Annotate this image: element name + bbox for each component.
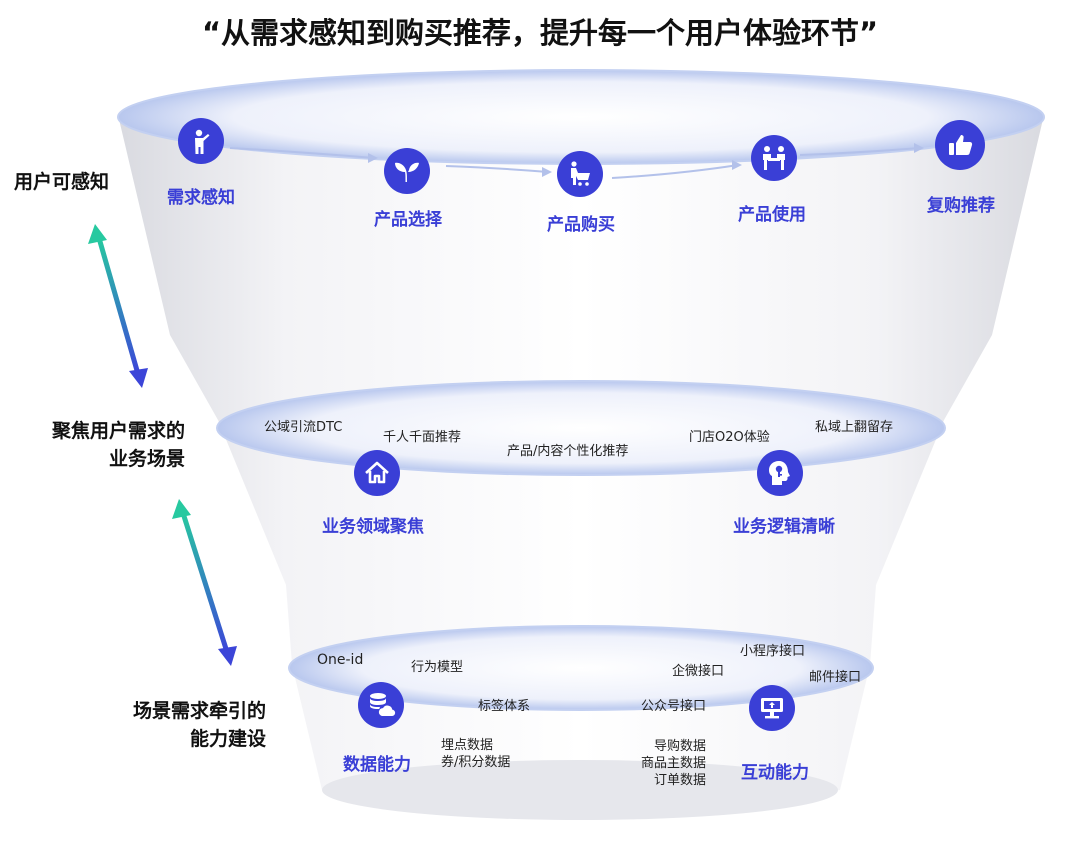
database-cloud-icon: [358, 682, 404, 728]
step-label-purchase: 产品购买: [547, 215, 615, 235]
tag-personalized: 千人千面推荐: [383, 430, 462, 445]
node-label-domain-focus: 业务领域聚焦: [322, 517, 424, 537]
tag-public-dtc: 公域引流DTC: [264, 420, 343, 435]
page-title: “从需求感知到购买推荐，提升每一个用户体验环节”: [201, 16, 879, 50]
bottom-rim: [288, 625, 874, 711]
tag-store-o2o: 门店O2O体验: [689, 430, 770, 445]
data-sources-right: 导购数据 商品主数据 订单数据: [640, 739, 706, 788]
step-label-select: 产品选择: [374, 210, 442, 230]
people-table-icon: [751, 135, 797, 181]
tag-one-id: One-id: [317, 652, 364, 668]
person-hand-raised-icon: [178, 118, 224, 164]
step-label-demand: 需求感知: [167, 188, 235, 208]
node-label-logic-clear: 业务逻辑清晰: [733, 517, 835, 537]
thumbs-up-icon: [935, 120, 985, 170]
node-label-data-capability: 数据能力: [343, 755, 411, 775]
tag-wecom: 企微接口: [672, 664, 725, 679]
data-sources-left: 埋点数据 券/积分数据: [441, 738, 511, 770]
side-label-middle: 聚焦用户需求的 业务场景: [52, 420, 186, 470]
head-key-icon: [757, 450, 803, 496]
node-label-interaction-capability: 互动能力: [741, 763, 809, 783]
tag-private-retention: 私域上翻留存: [815, 420, 894, 435]
house-icon: [354, 450, 400, 496]
tag-mini-program: 小程序接口: [740, 644, 806, 659]
middle-rim: [216, 380, 946, 476]
step-label-use: 产品使用: [738, 205, 806, 225]
shopping-cart-icon: [557, 151, 603, 197]
computer-terminal-icon: [749, 685, 795, 731]
step-label-repurchase: 复购推荐: [927, 196, 995, 216]
tag-behavior-model: 行为模型: [411, 660, 464, 675]
tag-label-system: 标签体系: [478, 699, 531, 714]
flow-arrows: [229, 147, 921, 179]
sprout-icon: [384, 148, 430, 194]
tag-official-account: 公众号接口: [641, 699, 707, 714]
tag-email: 邮件接口: [809, 670, 862, 685]
tag-content-recommend: 产品/内容个性化推荐: [507, 444, 629, 459]
double-arrow-lower: [172, 499, 237, 666]
side-label-top: 用户可感知: [14, 171, 110, 193]
side-label-bottom: 场景需求牵引的 能力建设: [133, 700, 267, 750]
double-arrow-upper: [88, 224, 148, 388]
